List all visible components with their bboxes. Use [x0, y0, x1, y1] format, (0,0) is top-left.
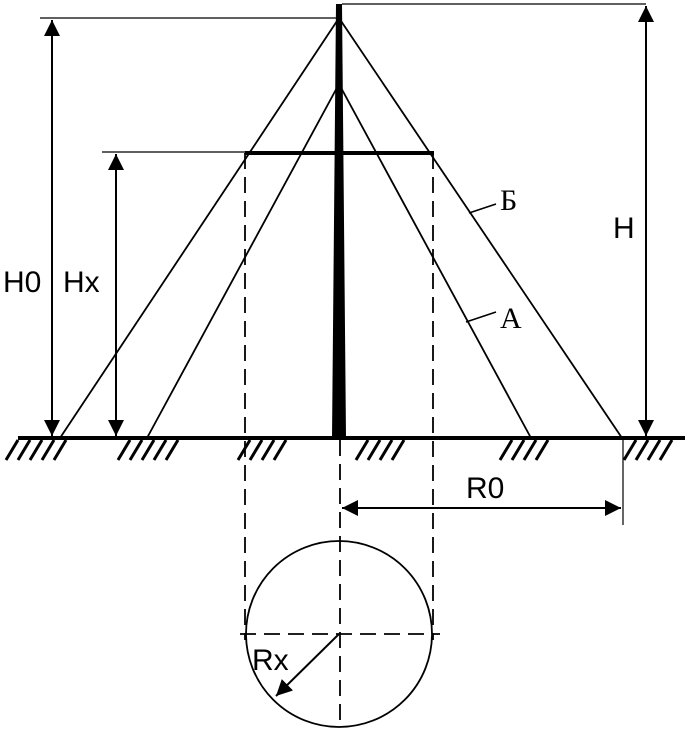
- rx-label: Rx: [252, 644, 289, 677]
- b-leader-line: [468, 203, 497, 214]
- b-label: Б: [500, 184, 517, 217]
- h0-label: H0: [3, 266, 41, 299]
- rx-radius-arrow: [275, 633, 340, 697]
- zone-a-left-boundary: [146, 83, 340, 439]
- a-label: А: [500, 302, 522, 335]
- lightning-rod-mast: [332, 4, 346, 438]
- ground-hatching: [4, 439, 674, 461]
- zone-b-left-boundary: [59, 17, 340, 439]
- zone-b-right-boundary: [338, 17, 623, 439]
- r0-label: R0: [466, 472, 504, 505]
- h-label: H: [613, 212, 635, 245]
- projection-lines: [240, 153, 440, 725]
- protection-zone-plan-circle: [245, 540, 433, 728]
- a-leader-line: [465, 311, 497, 323]
- hx-label: Hx: [63, 266, 100, 299]
- zone-a-right-boundary: [338, 83, 532, 439]
